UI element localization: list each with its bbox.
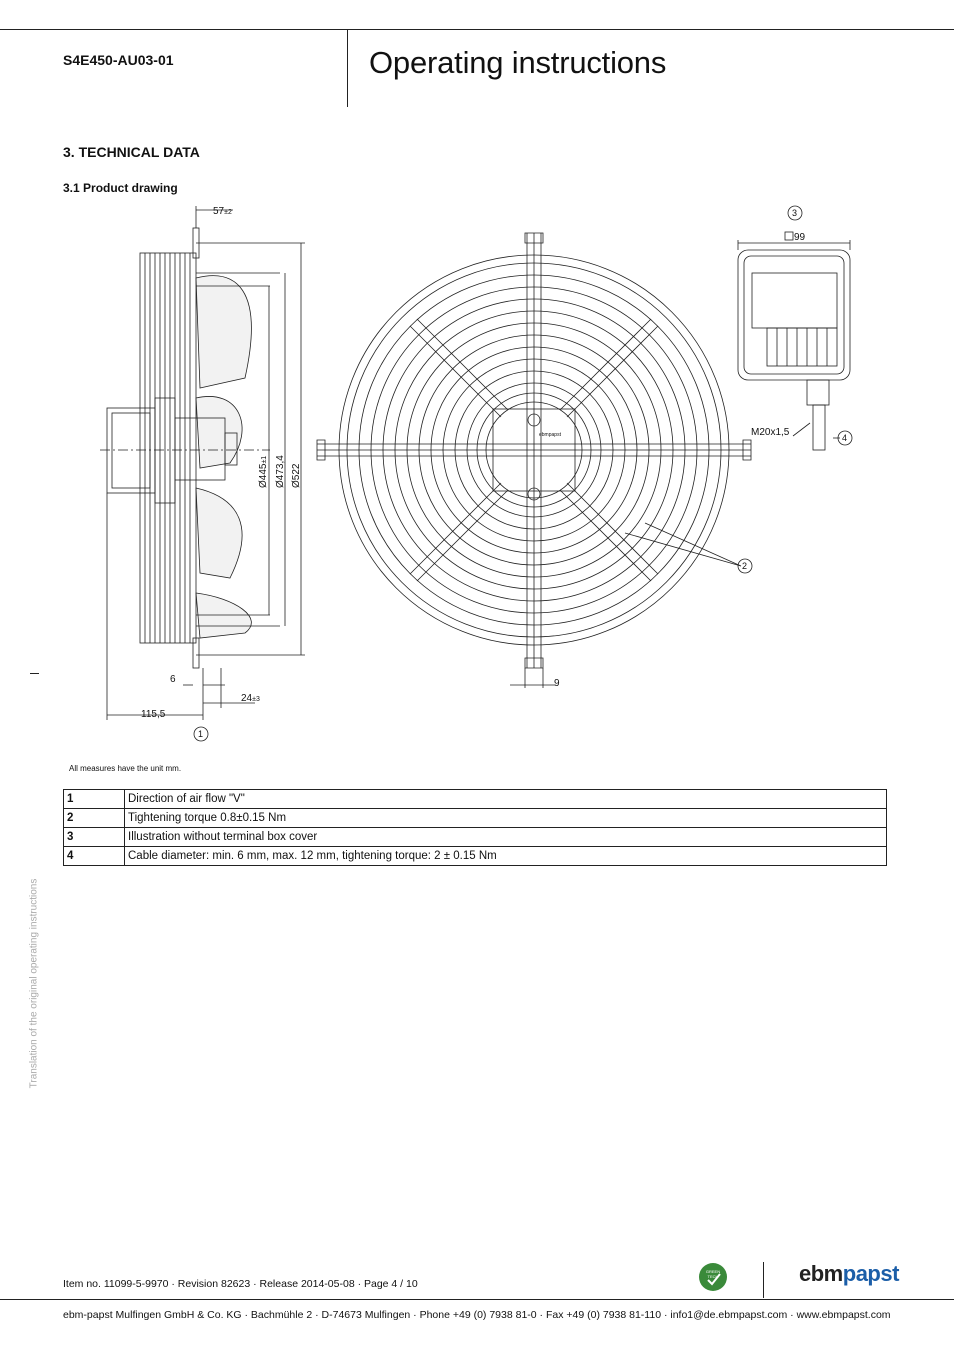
legend-text: Illustration without terminal box cover [124, 827, 887, 847]
svg-text:TECH: TECH [708, 1274, 719, 1279]
green-tech-logo-icon: GREEN TECH [699, 1263, 727, 1291]
callout-1: 1 [198, 729, 203, 739]
product-code: S4E450-AU03-01 [63, 52, 174, 68]
dim-115: 115,5 [141, 709, 166, 720]
legend-text: Cable diameter: min. 6 mm, max. 12 mm, t… [124, 846, 887, 866]
header-divider [347, 29, 348, 107]
margin-tick [30, 673, 39, 674]
svg-text:GREEN: GREEN [706, 1269, 720, 1274]
footer-rule [0, 1299, 954, 1300]
legend-table: 1 Direction of air flow "V" 2 Tightening… [63, 789, 887, 866]
terminal-box-view [737, 240, 851, 451]
footer-divider [763, 1262, 764, 1298]
legend-row: 4 Cable diameter: min. 6 mm, max. 12 mm,… [63, 846, 887, 866]
dim-445: Ø445±1 [258, 456, 269, 488]
callout-circle-2 [737, 558, 753, 574]
dim-24: 24±3 [241, 693, 260, 704]
legend-text: Direction of air flow "V" [124, 789, 887, 809]
legend-number: 3 [63, 827, 125, 847]
legend-row: 1 Direction of air flow "V" [63, 789, 887, 809]
dim-99: 99 [794, 232, 806, 243]
unit-note: All measures have the unit mm. [69, 764, 182, 773]
square-symbol [784, 231, 794, 241]
legend-number: 2 [63, 808, 125, 828]
front-view [316, 232, 752, 688]
dim-9: 9 [554, 678, 560, 689]
side-view [100, 206, 305, 720]
callout-circle-3 [787, 205, 803, 221]
company-footer: ebm-papst Mulfingen GmbH & Co. KG · Bach… [63, 1309, 891, 1321]
dim-522: Ø522 [291, 463, 302, 488]
release-line: Item no. 11099-5-9970 · Revision 82623 ·… [63, 1278, 418, 1290]
legend-number: 1 [63, 789, 125, 809]
thread-label: M20x1,5 [751, 427, 790, 438]
legend-number: 4 [63, 846, 125, 866]
header-top-rule [0, 29, 954, 30]
dim-473: Ø473,4 [275, 455, 286, 488]
legend-text: Tightening torque 0.8±0.15 Nm [124, 808, 887, 828]
side-note: Translation of the original operating in… [28, 878, 40, 1089]
callout-circle-4 [837, 430, 853, 446]
legend-row: 3 Illustration without terminal box cove… [63, 827, 887, 847]
legend-row: 2 Tightening torque 0.8±0.15 Nm [63, 808, 887, 828]
section-heading: 3. TECHNICAL DATA [63, 144, 200, 160]
callout-2: 2 [742, 561, 747, 571]
callout-4: 4 [842, 433, 847, 443]
callout-circle-1 [193, 726, 209, 742]
callout-3: 3 [792, 208, 797, 218]
dim-57: 57±2 [213, 206, 232, 217]
product-drawing: 57±2 Ø445±1 Ø473,4 Ø522 6 24±3 115,5 9 9… [100, 205, 853, 742]
brand-logo: ebmpapst [799, 1261, 899, 1286]
dim-6: 6 [170, 674, 176, 685]
subsection-heading: 3.1 Product drawing [63, 181, 178, 195]
document-title: Operating instructions [369, 45, 667, 80]
hub-logo-text: ebmpapst [539, 432, 562, 438]
